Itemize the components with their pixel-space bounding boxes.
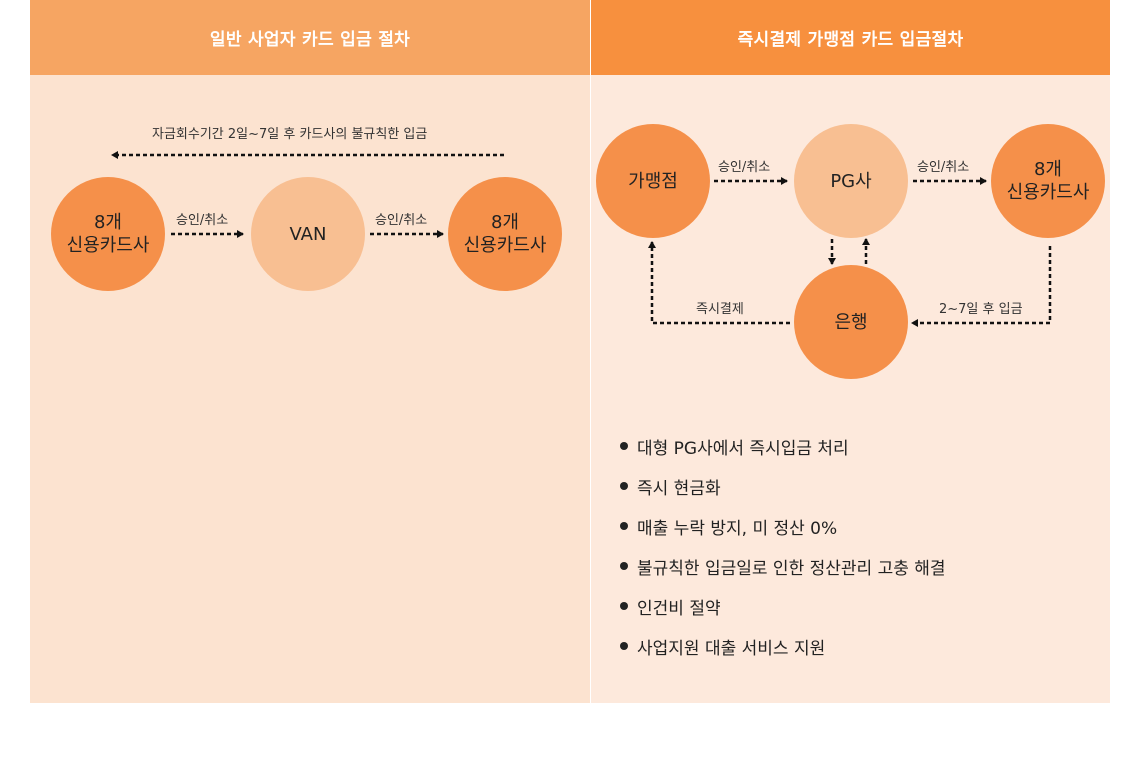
benefit-item: 즉시 현금화 bbox=[620, 466, 946, 506]
general-merchant-panel-title: 일반 사업자 카드 입금 절차 bbox=[30, 0, 590, 75]
merchant-node: 가맹점 bbox=[596, 124, 710, 238]
right-card-company-label: 신용카드사 bbox=[463, 235, 547, 256]
card-company-node: 8개 신용카드사 bbox=[991, 124, 1105, 238]
general-merchant-panel: 일반 사업자 카드 입금 절차 bbox=[30, 0, 590, 703]
bullet-dot-icon bbox=[620, 562, 628, 570]
van-label: VAN bbox=[289, 223, 327, 245]
bullet-dot-icon bbox=[620, 482, 628, 490]
benefit-text: 사업지원 대출 서비스 지원 bbox=[637, 638, 826, 659]
left-card-company-count: 8개 bbox=[93, 212, 122, 233]
left-edge-label-1: 승인/취소 bbox=[176, 213, 229, 228]
bullet-dot-icon bbox=[620, 642, 628, 650]
bullet-dot-icon bbox=[620, 602, 628, 610]
benefit-text: 불규칙한 입금일로 인한 정산관리 고충 해결 bbox=[637, 558, 946, 579]
pg-label: PG사 bbox=[830, 170, 872, 192]
bank-node: 은행 bbox=[794, 265, 908, 379]
card-company-count: 8개 bbox=[1033, 159, 1062, 180]
right-card-company-count: 8개 bbox=[490, 212, 519, 233]
right-card-to-bank-arrow bbox=[911, 246, 1052, 327]
left-card-company-node: 8개 신용카드사 bbox=[51, 177, 165, 291]
benefit-item: 사업지원 대출 서비스 지원 bbox=[620, 626, 946, 666]
right-bank-to-merchant-arrow bbox=[648, 241, 790, 325]
pg-card-edge-label: 승인/취소 bbox=[917, 160, 970, 175]
card-bank-edge-label: 2~7일 후 입금 bbox=[939, 302, 1023, 317]
bullet-dot-icon bbox=[620, 522, 628, 530]
benefit-item: 매출 누락 방지, 미 정산 0% bbox=[620, 506, 946, 546]
benefits-list: 대형 PG사에서 즉시입금 처리 즉시 현금화 매출 누락 방지, 미 정산 0… bbox=[620, 426, 946, 666]
left-top-note: 자금회수기간 2일~7일 후 카드사의 불규칙한 입금 bbox=[152, 127, 428, 142]
pg-node: PG사 bbox=[794, 124, 908, 238]
bullet-dot-icon bbox=[620, 442, 628, 450]
instant-merchant-panel-title: 즉시결제 가맹점 카드 입금절차 bbox=[591, 0, 1110, 75]
bank-merchant-edge-label: 즉시결제 bbox=[696, 302, 744, 317]
benefit-text: 인건비 절약 bbox=[637, 598, 721, 619]
benefit-item: 불규칙한 입금일로 인한 정산관리 고충 해결 bbox=[620, 546, 946, 586]
benefit-text: 매출 누락 방지, 미 정산 0% bbox=[637, 518, 838, 539]
benefit-item: 인건비 절약 bbox=[620, 586, 946, 626]
left-card-company-label: 신용카드사 bbox=[66, 235, 150, 256]
merchant-pg-edge-label: 승인/취소 bbox=[718, 160, 771, 175]
benefit-text: 즉시 현금화 bbox=[637, 478, 721, 499]
merchant-label: 가맹점 bbox=[628, 170, 678, 192]
van-node: VAN bbox=[251, 177, 365, 291]
benefit-item: 대형 PG사에서 즉시입금 처리 bbox=[620, 426, 946, 466]
card-company-label: 신용카드사 bbox=[1006, 182, 1090, 203]
left-edge-label-2: 승인/취소 bbox=[375, 213, 428, 228]
benefit-text: 대형 PG사에서 즉시입금 처리 bbox=[637, 438, 849, 459]
right-card-company-node: 8개 신용카드사 bbox=[448, 177, 562, 291]
bank-label: 은행 bbox=[834, 311, 868, 333]
